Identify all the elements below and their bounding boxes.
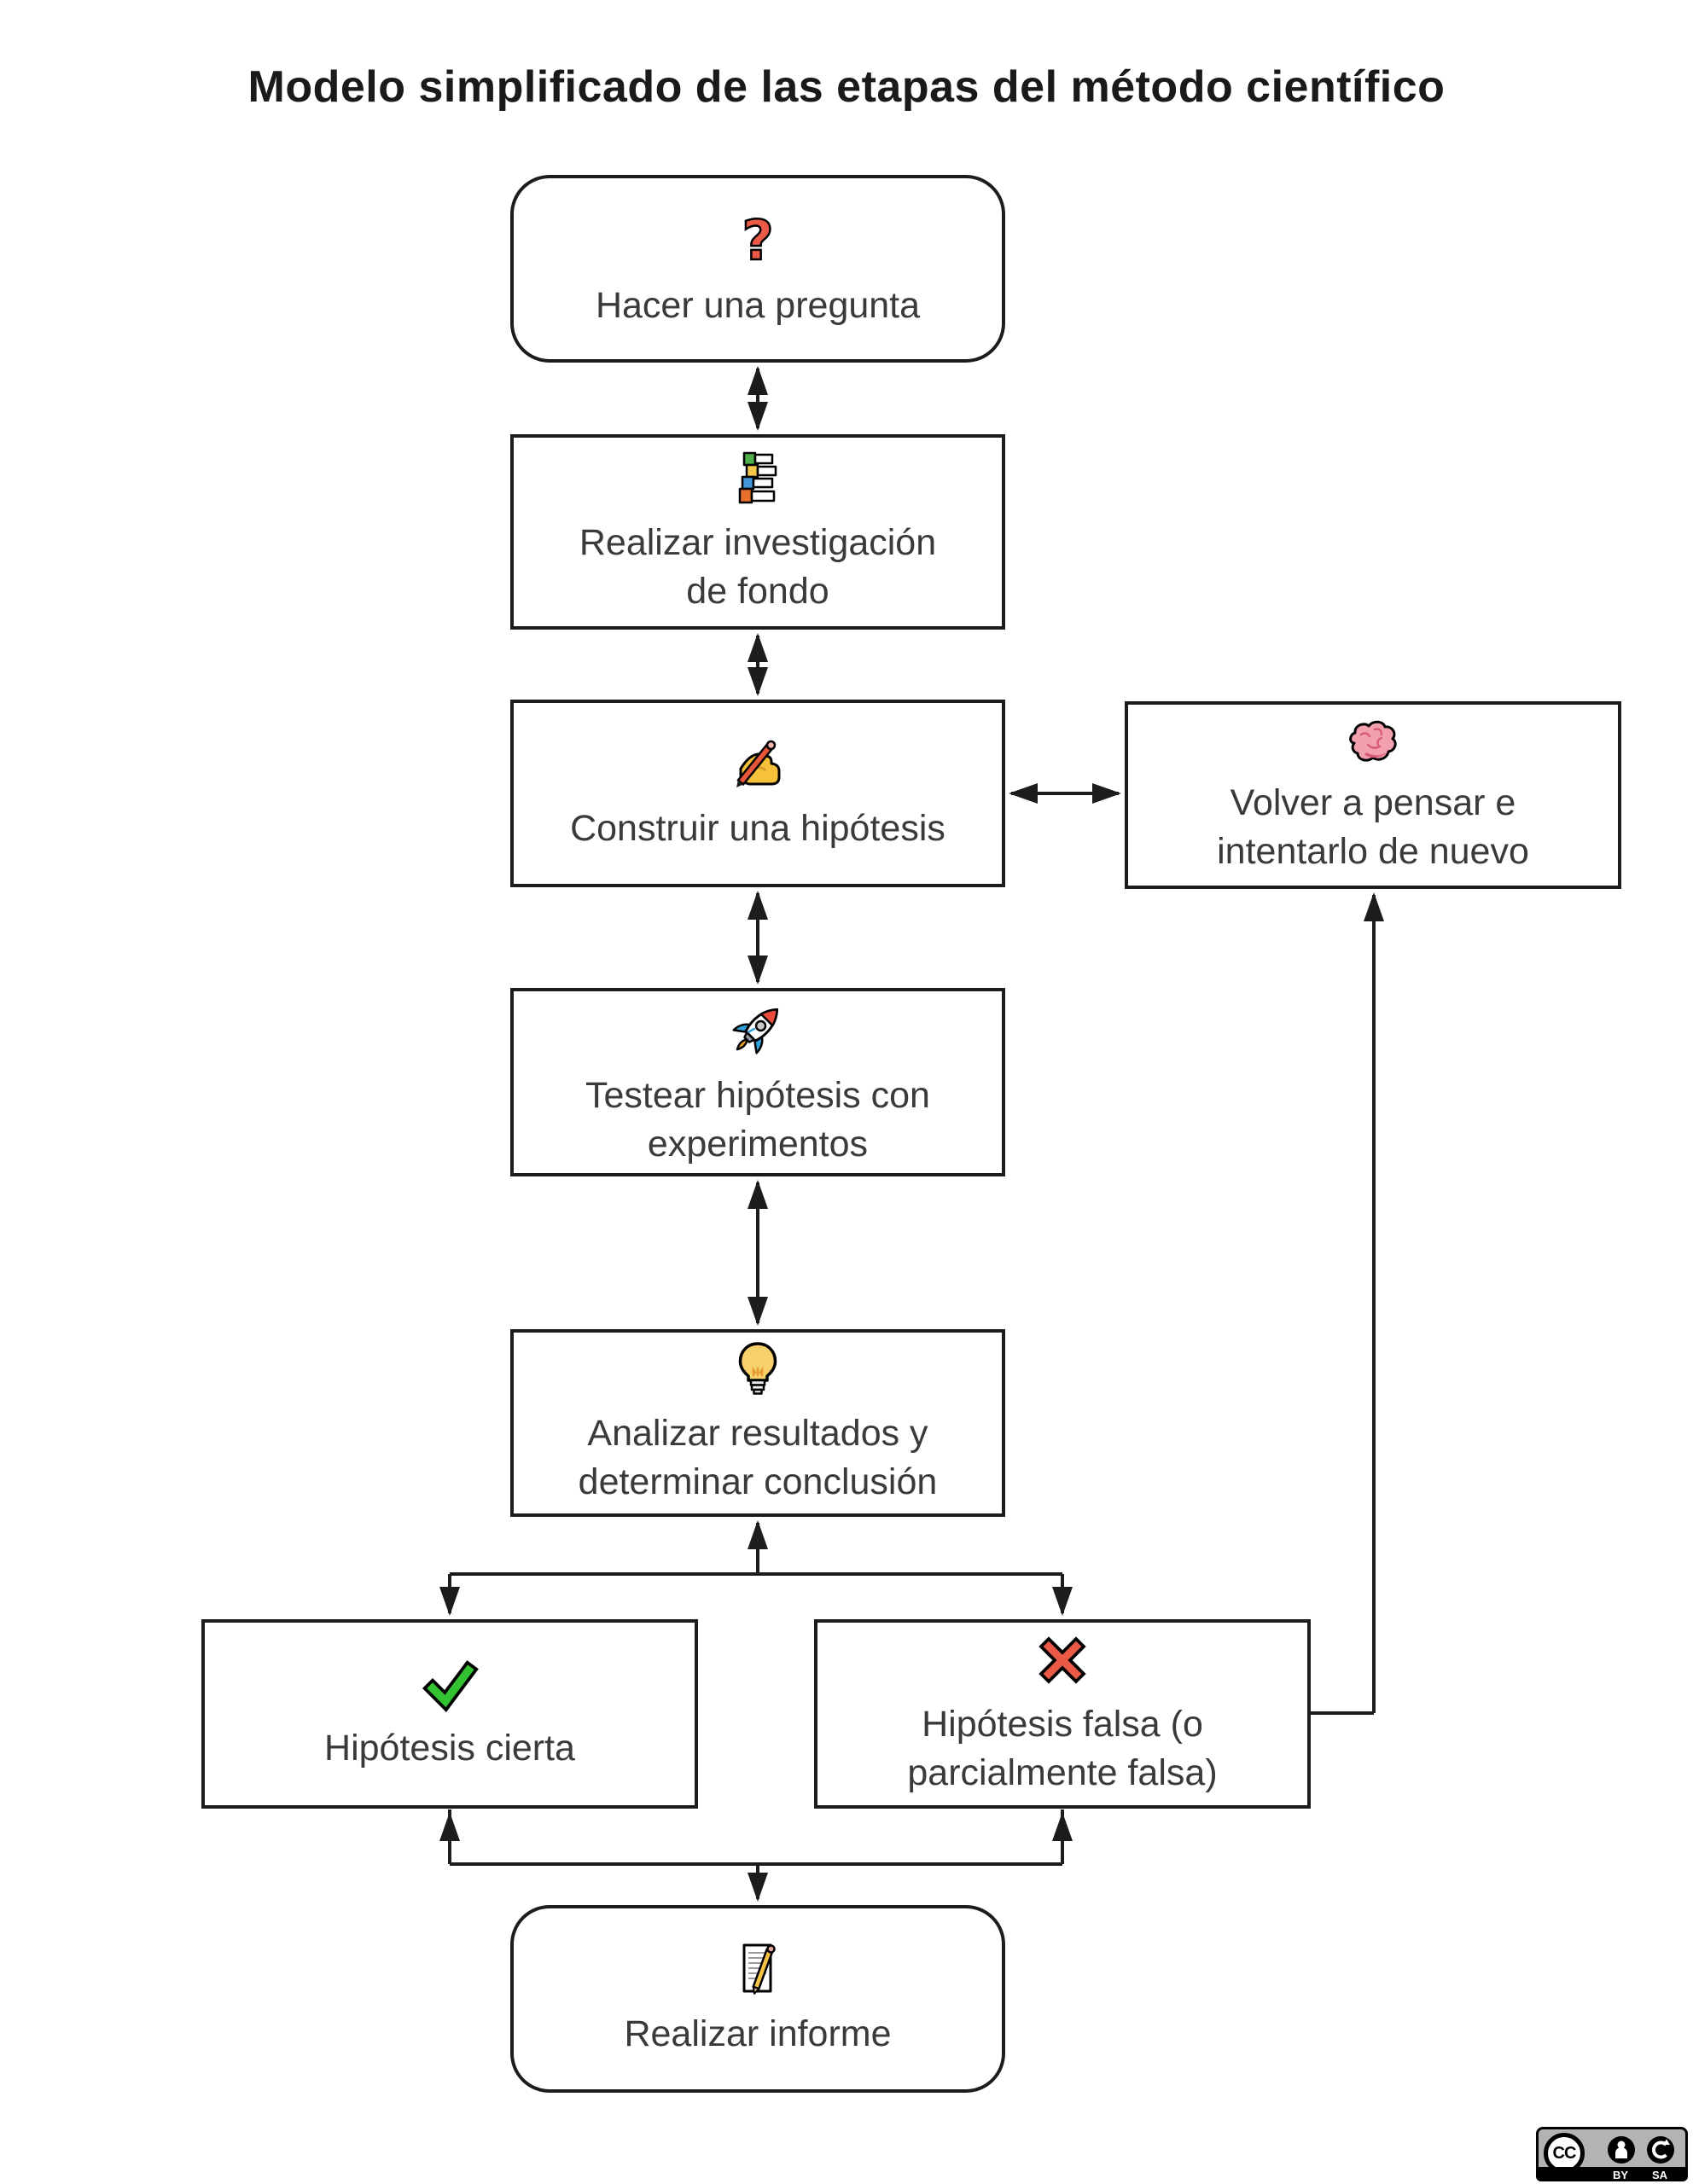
arrowhead-left-hypothesis bbox=[1009, 783, 1038, 804]
node-volver-a-pensar: Volver a pensar e intentarlo de nuevo bbox=[1125, 701, 1621, 889]
arrowhead-down-analyze bbox=[748, 1297, 768, 1326]
node-hipotesis-falsa: Hipótesis falsa (o parcialmente falsa) bbox=[814, 1619, 1311, 1809]
cc-sa-arrow-icon bbox=[1647, 2136, 1674, 2164]
memo-icon bbox=[742, 1943, 776, 1995]
cc-sa-label: SA bbox=[1651, 2169, 1668, 2181]
arrowhead-down-hypothesis bbox=[748, 667, 768, 696]
books-icon bbox=[738, 451, 777, 503]
cc-license-badge: CC BY SA bbox=[1536, 2127, 1688, 2181]
node-label: Hacer una pregunta bbox=[595, 284, 921, 326]
node-label: Hipótesis falsa (o parcialmente falsa) bbox=[907, 1704, 1218, 1793]
cc-strip: BY SA bbox=[1536, 2167, 1688, 2181]
node-label: Volver a pensar e intentarlo de nuevo bbox=[1217, 782, 1529, 872]
brain-icon bbox=[1349, 721, 1397, 762]
arrowhead-down-research bbox=[748, 402, 768, 431]
arrowhead-up-analyze bbox=[748, 1520, 768, 1549]
cc-by-label: BY bbox=[1612, 2169, 1629, 2181]
node-label: Realizar informe bbox=[624, 2013, 892, 2054]
node-hacer-una-pregunta: ? Hacer una pregunta bbox=[510, 175, 1005, 363]
check-mark-icon bbox=[422, 1659, 479, 1712]
node-realizar-informe: Realizar informe bbox=[510, 1905, 1005, 2093]
arrowhead-down-test bbox=[748, 956, 768, 985]
cc-logo-text: CC bbox=[1552, 2143, 1577, 2163]
arrowhead-up-research bbox=[748, 633, 768, 662]
question-mark-icon: ? bbox=[741, 208, 775, 271]
node-realizar-investigacion: Realizar investigación de fondo bbox=[510, 434, 1005, 630]
arrowhead-up-test bbox=[748, 1180, 768, 1209]
arrowhead-down-report bbox=[748, 1873, 768, 1902]
arrowhead-up-false bbox=[1052, 1812, 1073, 1841]
arrowhead-up-rethink bbox=[1364, 892, 1384, 921]
arrowhead-up-hypothesis bbox=[748, 891, 768, 920]
arrowhead-up-ask bbox=[748, 366, 768, 395]
svg-text:?: ? bbox=[742, 210, 773, 271]
node-construir-hipotesis: Construir una hipótesis bbox=[510, 700, 1005, 887]
rocket-icon bbox=[732, 1008, 779, 1054]
node-label: Realizar investigación de fondo bbox=[579, 521, 937, 612]
diagram-title: Modelo simplificado de las etapas del mé… bbox=[247, 62, 1446, 112]
arrowhead-up-true bbox=[439, 1812, 460, 1841]
node-label: Testear hipótesis con experimentos bbox=[585, 1074, 930, 1165]
arrowhead-down-false bbox=[1052, 1587, 1073, 1616]
node-label: Hipótesis cierta bbox=[324, 1727, 575, 1769]
node-hipotesis-cierta: Hipótesis cierta bbox=[201, 1619, 698, 1809]
cc-by-person-icon bbox=[1608, 2136, 1635, 2164]
node-analizar-resultados: Analizar resultados y determinar conclus… bbox=[510, 1329, 1005, 1517]
arrowhead-right-rethink bbox=[1092, 783, 1121, 804]
cross-mark-icon bbox=[1038, 1636, 1086, 1684]
arrowhead-down-true bbox=[439, 1587, 460, 1616]
node-label: Analizar resultados y determinar conclus… bbox=[578, 1413, 938, 1502]
light-bulb-icon bbox=[738, 1342, 777, 1395]
node-label: Construir una hipótesis bbox=[570, 807, 945, 849]
node-testear-hipotesis: Testear hipótesis con experimentos bbox=[510, 988, 1005, 1176]
writing-hand-icon bbox=[736, 740, 781, 787]
